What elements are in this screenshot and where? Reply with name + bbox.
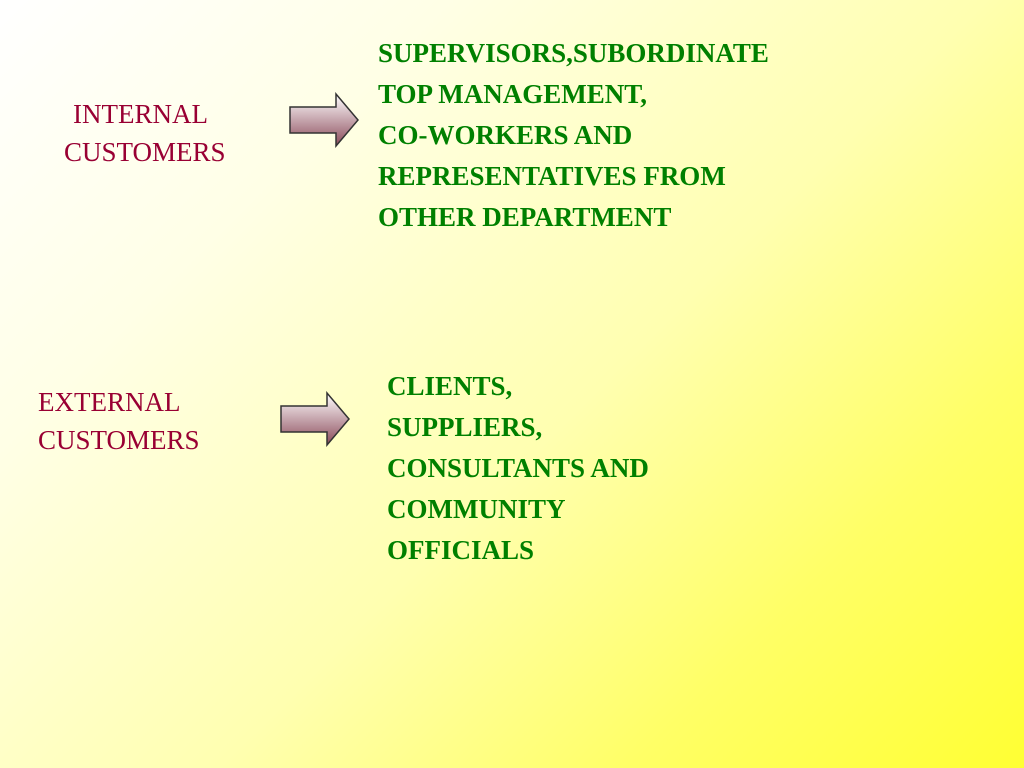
list-item: SUPERVISORS,SUBORDINATE — [378, 38, 769, 68]
internal-customers-label: INTERNAL CUSTOMERS — [64, 95, 226, 171]
list-item: CLIENTS, — [387, 371, 513, 401]
list-item: CO-WORKERS AND — [378, 120, 633, 150]
list-item: REPRESENTATIVES FROM — [378, 161, 726, 191]
list-item: CONSULTANTS AND — [387, 453, 649, 483]
external-label-line2: CUSTOMERS — [38, 425, 200, 455]
right-arrow-icon — [289, 92, 359, 148]
external-customers-label: EXTERNAL CUSTOMERS — [38, 383, 200, 459]
list-item: SUPPLIERS, — [387, 412, 543, 442]
external-label-line1: EXTERNAL — [38, 387, 181, 417]
list-item: OTHER DEPARTMENT — [378, 202, 672, 232]
list-item: OFFICIALS — [387, 535, 535, 565]
external-customers-list: CLIENTS, SUPPLIERS, CONSULTANTS AND COMM… — [387, 366, 649, 571]
internal-customers-list: SUPERVISORS,SUBORDINATE TOP MANAGEMENT, … — [378, 33, 769, 238]
internal-label-line2: CUSTOMERS — [64, 137, 226, 167]
list-item: TOP MANAGEMENT, — [378, 79, 648, 109]
list-item: COMMUNITY — [387, 494, 566, 524]
right-arrow-icon — [280, 391, 350, 447]
internal-label-line1: INTERNAL — [73, 99, 208, 129]
